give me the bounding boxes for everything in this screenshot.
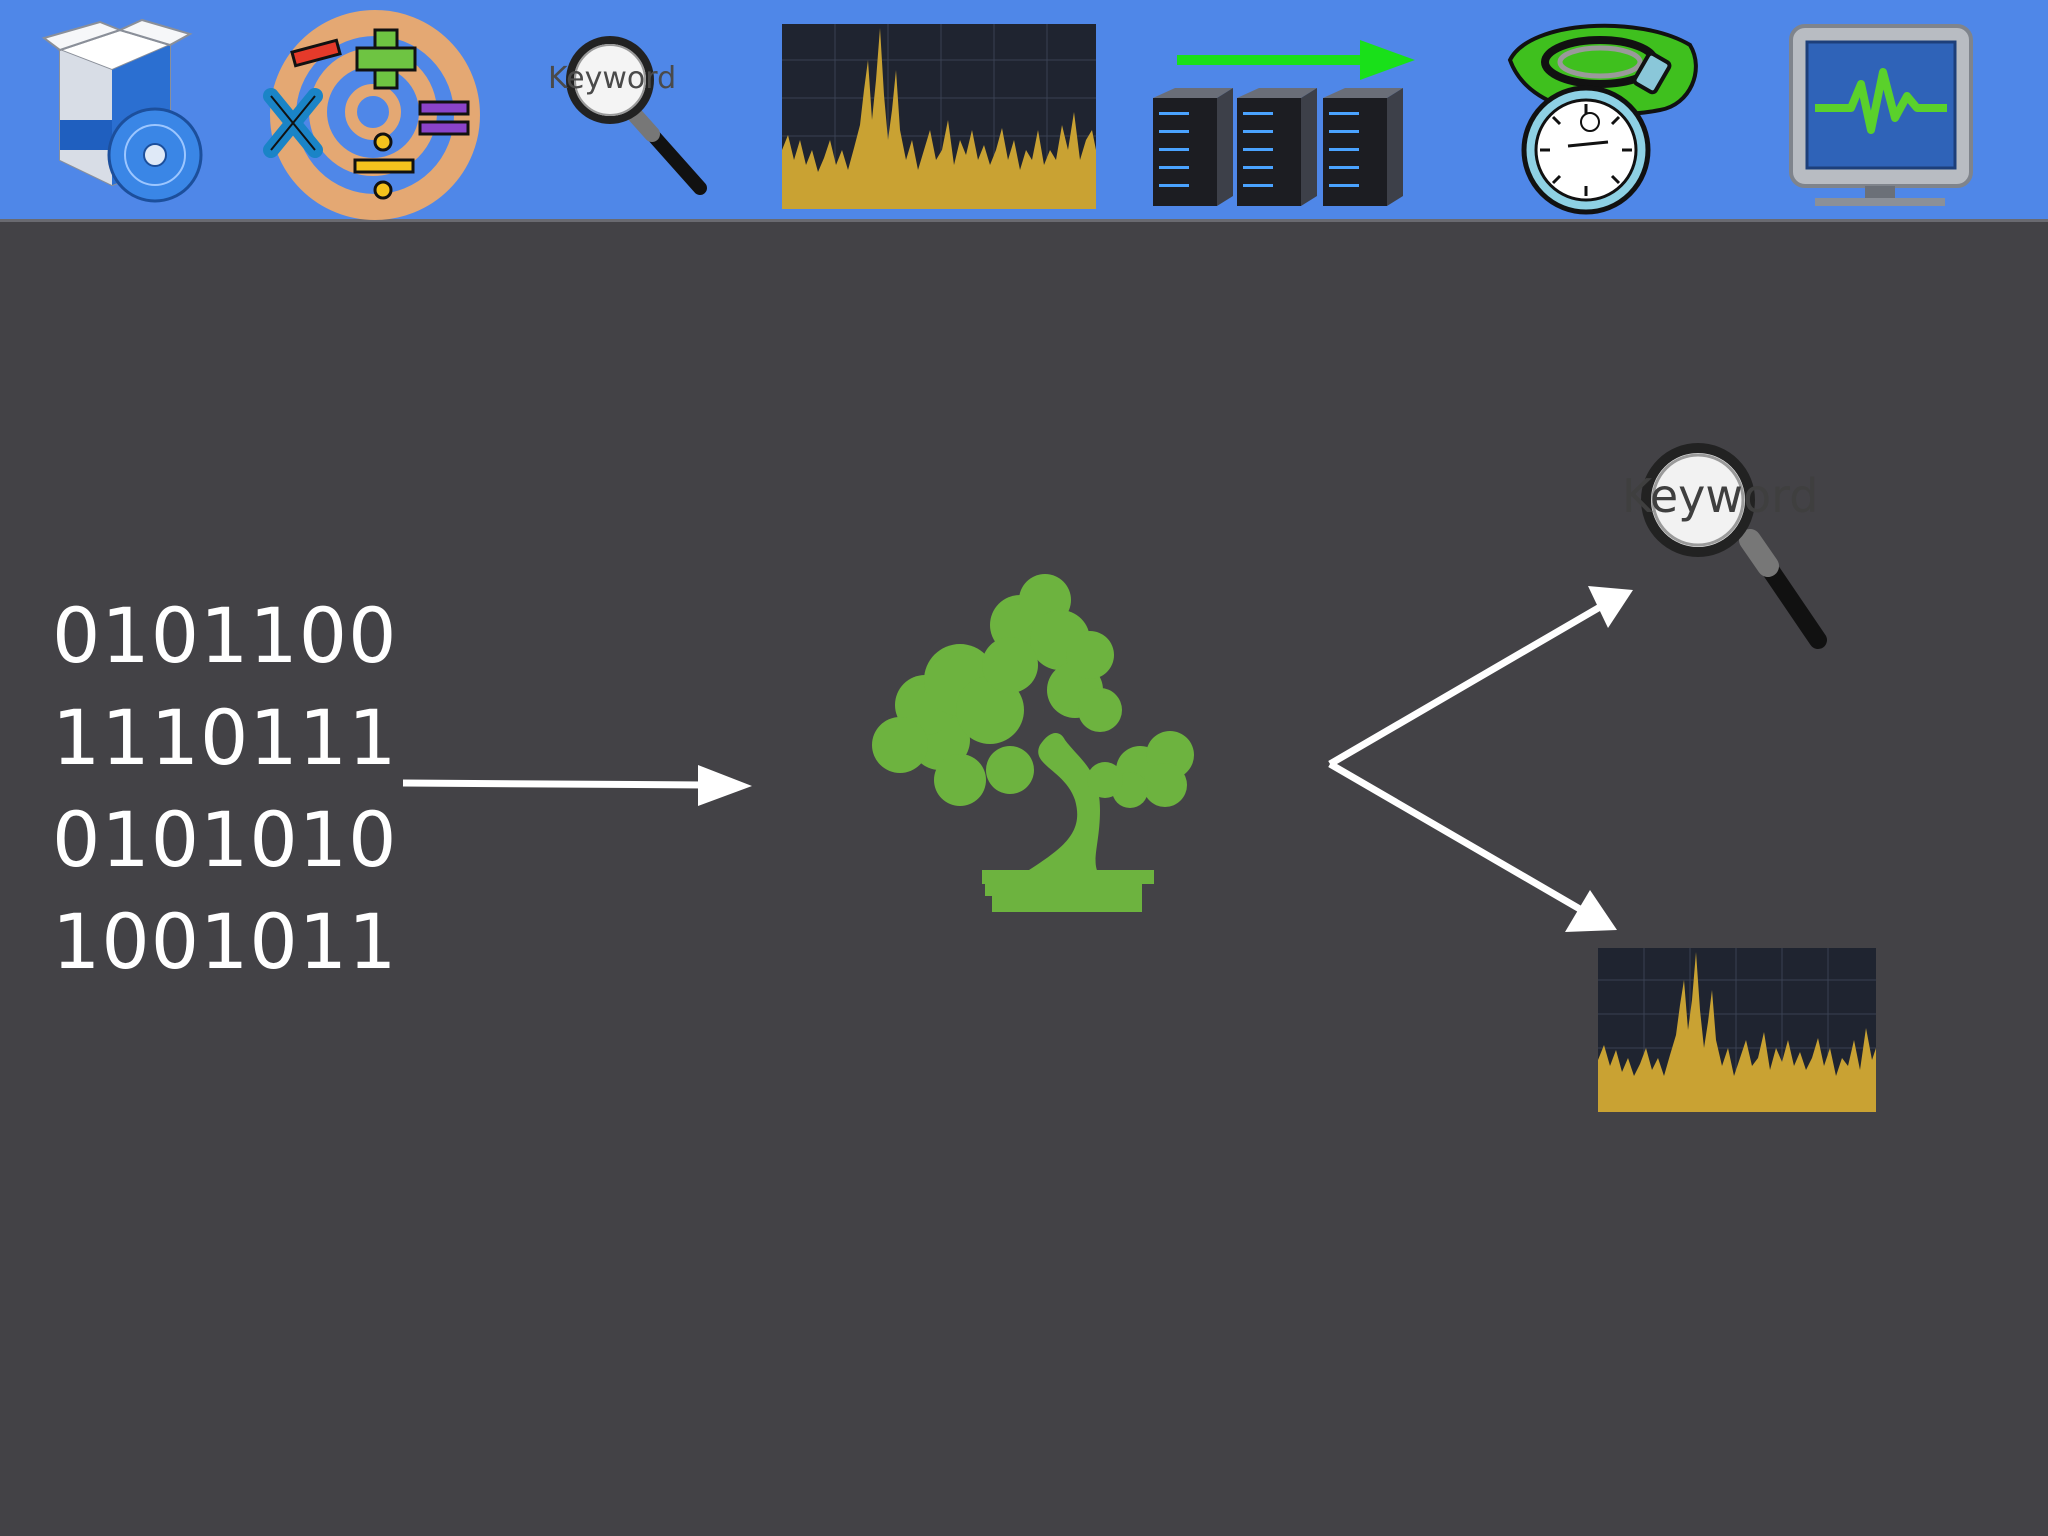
spectrum-chart-icon[interactable] <box>780 0 1098 222</box>
keyword-text: Keyword <box>548 61 676 96</box>
branch-arrow-up <box>1328 586 1633 768</box>
heartbeat-monitor-icon[interactable] <box>1785 0 1985 222</box>
binary-data: 0101100 1110111 0101010 1001011 <box>52 585 398 993</box>
input-arrow <box>402 765 752 806</box>
binary-line: 1001011 <box>52 897 398 986</box>
magnifier-keyword-icon[interactable]: Keyword <box>540 0 720 222</box>
math-swirl-icon[interactable] <box>255 0 485 222</box>
magnifier-keyword-icon: Keyword <box>1622 443 1827 649</box>
servers-arrow-icon[interactable] <box>1145 0 1435 222</box>
bonsai-tree-icon <box>872 574 1194 912</box>
software-box-cd-icon[interactable] <box>40 0 210 222</box>
binary-line: 0101010 <box>52 795 398 884</box>
spectrum-chart-icon <box>1598 948 1876 1112</box>
binary-line: 1110111 <box>52 693 398 782</box>
keyword-text: Keyword <box>1622 469 1818 523</box>
toolbar: Keyword <box>0 0 2048 222</box>
binary-line: 0101100 <box>52 591 398 680</box>
stopwatch-icon[interactable] <box>1490 0 1720 222</box>
branch-arrow-down <box>1328 760 1617 932</box>
